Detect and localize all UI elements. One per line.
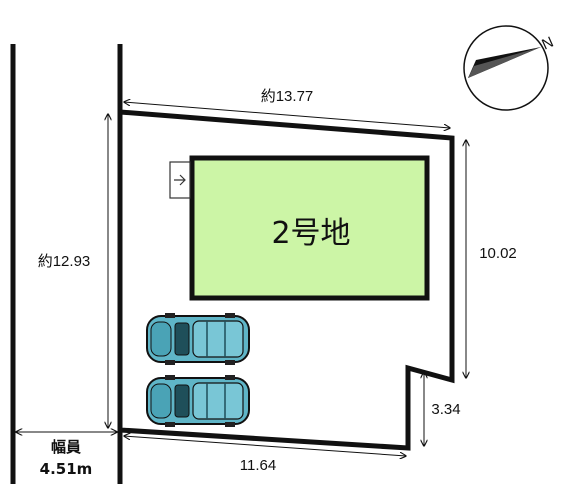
- dimension-line-top: [124, 102, 450, 128]
- parked-car: [146, 375, 250, 427]
- road-width-value: 4.51m: [40, 460, 93, 478]
- dimension-line-bottom: [124, 436, 406, 456]
- lot-boundary: [117, 109, 455, 451]
- entrance-marker: [169, 161, 191, 199]
- road-width-label: 幅員: [51, 438, 81, 456]
- lot-label: 2号地: [271, 216, 350, 251]
- dimension-bottom-label: 11.64: [240, 457, 276, 474]
- parked-car: [146, 313, 250, 365]
- building-footprint: [189, 155, 430, 301]
- dimension-left-label: 約12.93: [38, 253, 91, 270]
- dimension-notch-label: 3.34: [431, 401, 460, 418]
- compass-icon: N: [463, 25, 556, 111]
- dimension-right-label: 10.02: [479, 245, 517, 262]
- dimension-top-label: 約13.77: [261, 88, 314, 105]
